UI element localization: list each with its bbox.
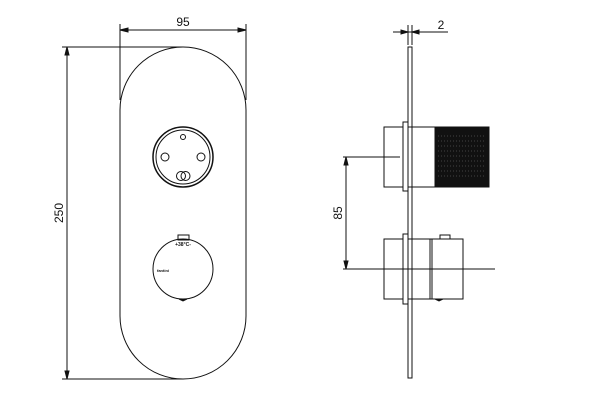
upper-knob-side	[383, 121, 490, 192]
width-label: 95	[176, 15, 190, 29]
knurled-grip	[434, 126, 490, 188]
side-view: 2	[331, 18, 495, 379]
front-view: 95 250 +38°C- fantini	[52, 15, 247, 380]
thickness-dimension: 2	[393, 18, 448, 45]
width-dimension: 95	[119, 15, 247, 100]
height-dimension: 250	[52, 46, 183, 380]
diverter-knob	[152, 126, 214, 188]
center-distance-label: 85	[331, 206, 345, 220]
cover-plate-outline	[119, 46, 247, 380]
plate-section	[407, 46, 413, 379]
brand-marking: fantini	[157, 268, 169, 273]
temperature-marking: +38°C-	[175, 242, 191, 248]
center-distance-dimension: 85	[331, 156, 495, 270]
thickness-label: 2	[438, 18, 445, 32]
height-label: 250	[52, 203, 66, 223]
thermostatic-knob: +38°C- fantini	[152, 234, 214, 302]
